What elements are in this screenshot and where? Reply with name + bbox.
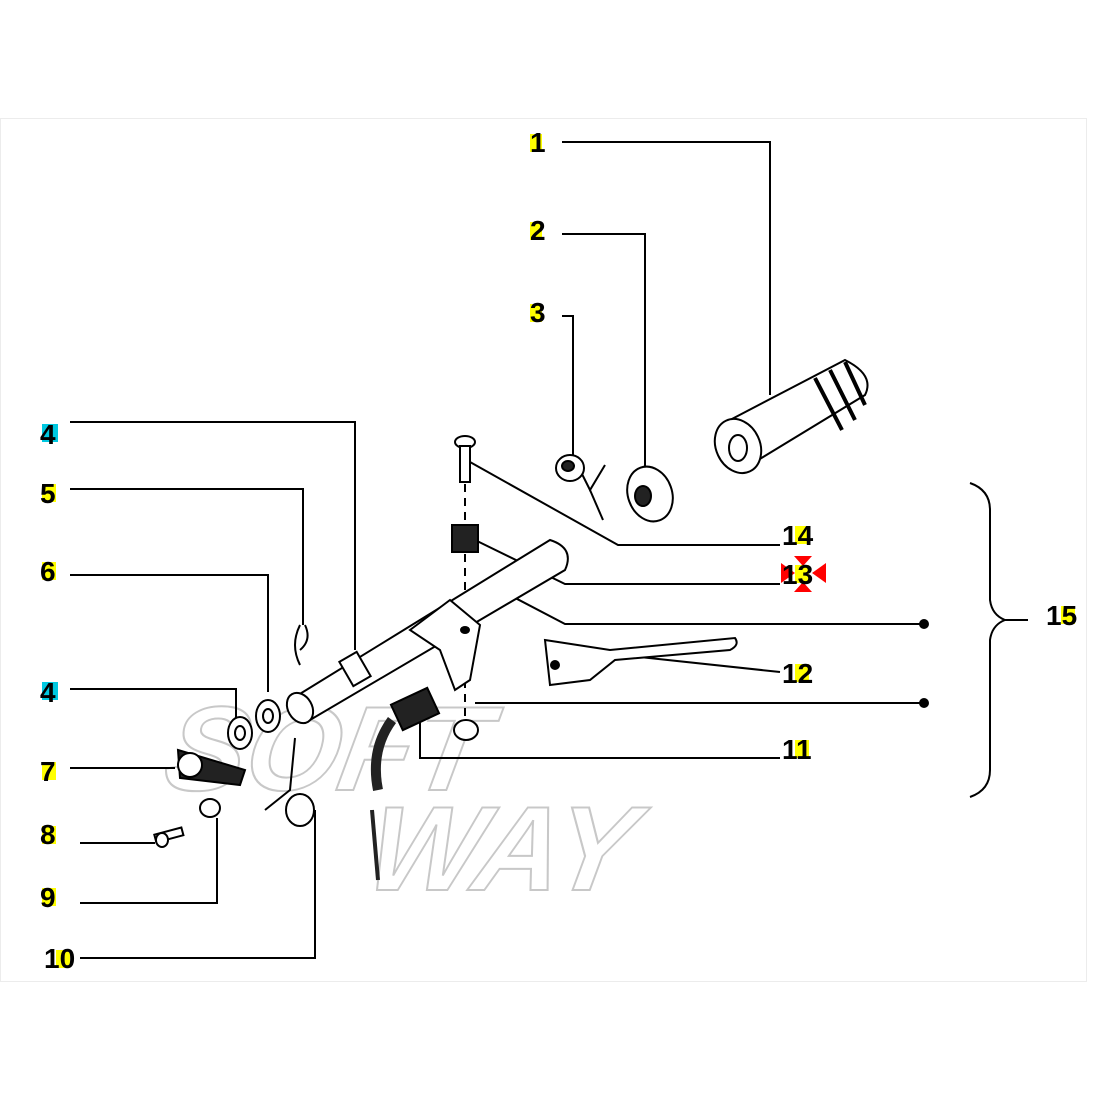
part-throttle-ring[interactable] xyxy=(620,460,680,528)
part-nut[interactable] xyxy=(555,454,585,482)
svg-text:WAY: WAY xyxy=(359,782,656,916)
callout-3[interactable]: 3 xyxy=(530,297,546,328)
part-lever-pivot[interactable] xyxy=(176,748,247,787)
part-switch[interactable] xyxy=(370,686,441,881)
part-nut-bottom[interactable] xyxy=(453,719,479,741)
part-washers[interactable] xyxy=(227,699,281,750)
part-brake-lever[interactable] xyxy=(543,636,738,687)
part-bushing[interactable] xyxy=(285,793,315,827)
callout-5[interactable]: 5 xyxy=(40,478,56,509)
callout-labels: 1 2 3 4 5 6 4 7 8 9 10 14 13 12 11 xyxy=(40,127,1077,974)
callout-6[interactable]: 6 xyxy=(40,556,56,587)
callout-13[interactable]: 13 xyxy=(782,559,813,590)
callout-4[interactable]: 4 xyxy=(40,419,56,450)
callout-1[interactable]: 1 xyxy=(530,127,546,158)
callout-14[interactable]: 14 xyxy=(782,520,814,551)
callout-11[interactable]: 11 xyxy=(782,734,812,765)
callout-9[interactable]: 9 xyxy=(40,882,56,913)
selection-marker-icon xyxy=(781,556,826,592)
leader-lines xyxy=(70,141,1028,959)
part-handlebar[interactable] xyxy=(282,538,569,728)
callout-2[interactable]: 2 xyxy=(530,215,546,246)
part-screw[interactable] xyxy=(454,435,476,483)
part-split-pin[interactable] xyxy=(294,624,309,666)
callout-10[interactable]: 10 xyxy=(44,943,75,974)
part-grip[interactable] xyxy=(706,358,869,481)
callout-4-second[interactable]: 4 xyxy=(40,677,56,708)
callout-8[interactable]: 8 xyxy=(40,819,56,850)
callout-12[interactable]: 12 xyxy=(782,658,813,689)
part-spring[interactable] xyxy=(451,524,479,553)
callout-7[interactable]: 7 xyxy=(40,756,56,787)
part-bolt[interactable] xyxy=(153,826,185,848)
callout-15[interactable]: 15 xyxy=(1046,600,1077,631)
part-small-washer[interactable] xyxy=(199,798,221,818)
